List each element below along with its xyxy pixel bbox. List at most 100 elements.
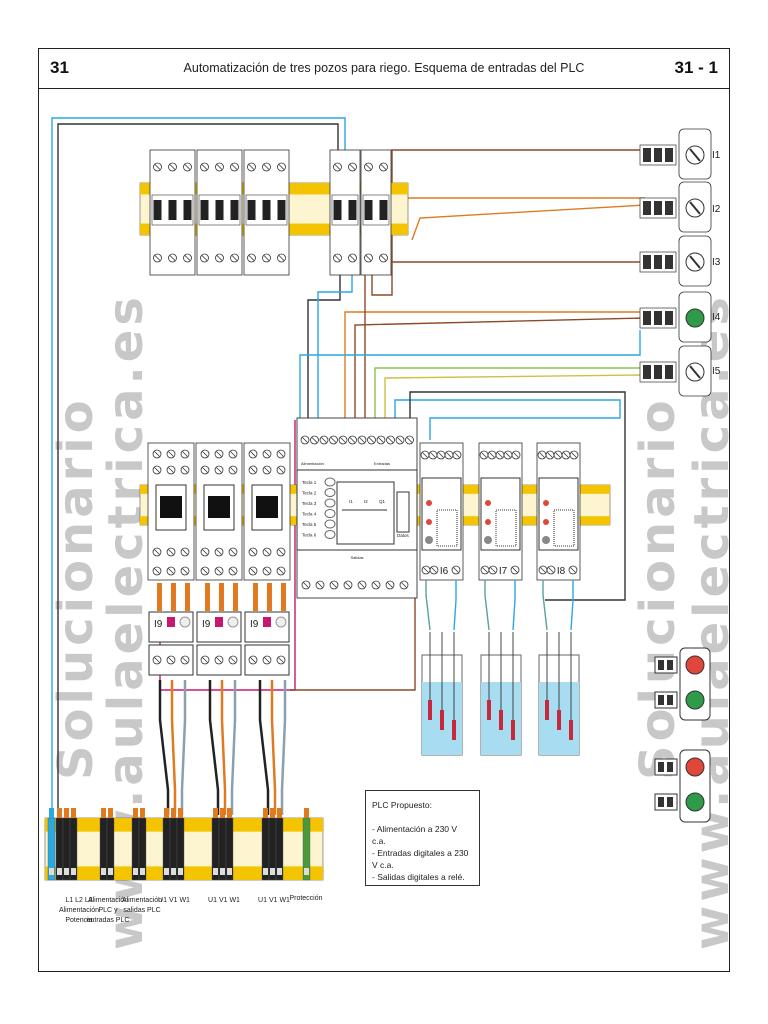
- connector-pin: [667, 660, 673, 670]
- terminal-ferrule: [57, 808, 62, 818]
- screw-slot: [202, 657, 208, 663]
- wire-blue-supply: [51, 117, 346, 830]
- motor-cable-grey-2: [230, 680, 237, 815]
- level-probe: [499, 710, 503, 730]
- contactor-link: [157, 583, 162, 611]
- screw-slot: [264, 451, 270, 457]
- motor-cable-orange-2: [220, 680, 227, 815]
- screw-slot: [154, 164, 161, 170]
- connector-pin: [643, 148, 651, 162]
- sheet-page: 31 - 1: [674, 58, 718, 77]
- screw-slot: [231, 164, 238, 170]
- screw-slot: [231, 255, 238, 261]
- screw-slot: [250, 467, 256, 473]
- screw-slot: [547, 452, 553, 458]
- wire-i1-feed: [371, 149, 645, 296]
- connector-pin: [658, 695, 664, 705]
- level-probe: [557, 710, 561, 730]
- screw-slot: [169, 255, 176, 261]
- screw-slot: [264, 568, 270, 574]
- screw-slot: [184, 255, 191, 261]
- screw-slot: [230, 657, 236, 663]
- screw-slot: [263, 255, 270, 261]
- screw-slot: [387, 437, 394, 443]
- contactor-link: [233, 583, 238, 611]
- breaker-lever: [168, 200, 177, 220]
- plc-key-label: Tecla 5: [302, 522, 317, 527]
- screw-slot: [216, 451, 222, 457]
- screw-slot: [340, 437, 346, 443]
- proposal-line: - Alimentación a 230 V c.a.: [372, 824, 458, 846]
- terminal-screw: [227, 868, 232, 875]
- terminal-ferrule: [133, 808, 138, 818]
- terminal-screw: [101, 868, 106, 875]
- screw-slot: [154, 568, 160, 574]
- terminal-ferrule: [270, 808, 275, 818]
- level-graph-icon: [436, 509, 458, 547]
- screw-slot: [397, 437, 403, 443]
- wire-i5: [374, 367, 645, 420]
- connector-pin: [658, 797, 664, 807]
- terminal-screw: [178, 868, 183, 875]
- terminal-screw: [140, 868, 145, 875]
- plc-supply-label: Alimentación: [301, 461, 324, 466]
- terminal-ferrule: [101, 808, 106, 818]
- probe-wire-teal: [425, 580, 431, 631]
- wire-i4-feed: [344, 311, 645, 420]
- connector-pin: [667, 762, 673, 772]
- thermal-relay-label: I9: [250, 619, 259, 630]
- level-probe: [511, 720, 515, 740]
- screw-slot: [154, 467, 160, 473]
- sheet-header: 31 Automatización de tres pozos para rie…: [38, 48, 730, 89]
- connector-pin: [654, 311, 662, 325]
- thermal-relay-label: I9: [202, 619, 211, 630]
- connector-pin: [658, 762, 664, 772]
- screw-slot: [438, 452, 444, 458]
- screw-slot: [570, 567, 576, 573]
- probe-wire-teal: [542, 580, 548, 631]
- screw-slot: [278, 164, 285, 170]
- terminal-screw: [164, 868, 169, 875]
- ladder-label: I1: [349, 499, 353, 504]
- wire-plc-supply-l: [307, 275, 341, 420]
- wire-black-right: [409, 391, 626, 601]
- switch-label-i3: I3: [712, 257, 721, 268]
- screw-slot: [216, 549, 222, 555]
- label-power: L1 L2 L3 Alimentación Potencia: [54, 896, 104, 926]
- connector-pin: [665, 365, 673, 379]
- screw-slot: [278, 451, 284, 457]
- terminal-screw: [108, 868, 113, 875]
- plc-key-label: Tecla 6: [302, 533, 317, 538]
- level-graph-icon: [553, 509, 575, 547]
- knob-pointer: [689, 201, 701, 215]
- wire-i5b: [384, 374, 646, 420]
- screw-slot: [202, 568, 208, 574]
- screw-slot: [331, 582, 337, 588]
- terminal-ferrule: [263, 808, 268, 818]
- probe-wire-blue: [453, 580, 457, 631]
- breaker-lever: [348, 200, 357, 220]
- screw-slot: [571, 452, 577, 458]
- connector-pin: [665, 255, 673, 269]
- screw-slot: [230, 568, 236, 574]
- screw-slot: [230, 549, 236, 555]
- screw-slot: [349, 164, 356, 170]
- breaker-lever: [364, 200, 373, 220]
- connector-pin: [658, 660, 664, 670]
- ladder-label: Q1: [379, 499, 386, 504]
- connector-pin: [665, 311, 673, 325]
- proposal-line: - Entradas digitales a 230 V c.a.: [372, 848, 469, 870]
- pilot-light-icon: [685, 308, 705, 328]
- terminal-ferrule: [64, 808, 69, 818]
- terminal-ferrule: [164, 808, 169, 818]
- motor-cable-black-1: [158, 680, 170, 815]
- label-plc-inputs-text: Alimentación PLC y entradas PLC: [86, 897, 130, 924]
- screw-slot: [154, 657, 160, 663]
- screw-slot: [430, 452, 436, 458]
- plc-key-button: [324, 509, 336, 518]
- screw-slot: [168, 549, 174, 555]
- contactor-armature: [160, 496, 182, 518]
- screw-slot: [303, 582, 309, 588]
- screw-slot: [406, 437, 413, 443]
- motor-cable-grey-3: [280, 680, 287, 815]
